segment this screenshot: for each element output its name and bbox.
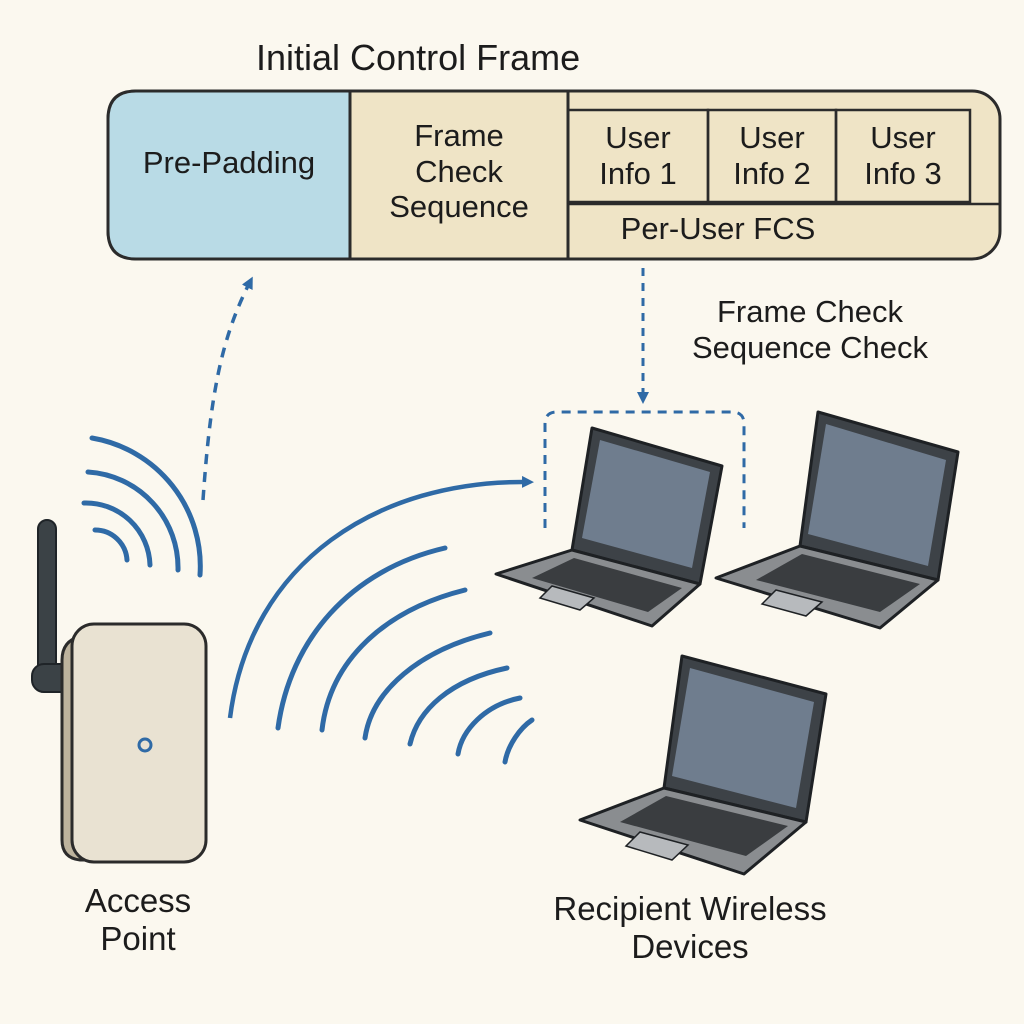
user-info-1-label: User Info 1 bbox=[568, 120, 708, 191]
pre-padding-field bbox=[106, 89, 352, 261]
laptop-keyboard bbox=[532, 558, 682, 612]
laptop-screen bbox=[808, 424, 946, 566]
laptop-2 bbox=[714, 410, 960, 630]
fcs-field-label: Frame Check Sequence bbox=[350, 118, 568, 225]
access-point-label: Access Point bbox=[38, 882, 238, 958]
laptop-screen bbox=[672, 668, 814, 808]
status-led-icon bbox=[137, 737, 153, 753]
recipients-label: Recipient Wireless Devices bbox=[500, 890, 880, 966]
downlink-arrow bbox=[227, 475, 534, 719]
antenna bbox=[37, 519, 57, 689]
fcs-check-line: Frame Check bbox=[716, 294, 904, 329]
fcs-field-line: Sequence bbox=[389, 189, 529, 225]
recipients-line: Devices bbox=[631, 927, 749, 965]
user-info-line: Info 2 bbox=[733, 155, 811, 191]
laptop-3 bbox=[578, 654, 828, 876]
fcs-check-line: Sequence Check bbox=[691, 329, 929, 365]
laptop-keyboard bbox=[756, 554, 920, 612]
laptop-trackpad bbox=[760, 589, 824, 617]
laptop-screen bbox=[582, 440, 710, 568]
laptop-trackpad bbox=[538, 585, 596, 611]
frame-title: Initial Control Frame bbox=[256, 37, 581, 78]
fcs-field-line: Check bbox=[415, 153, 503, 189]
user-info-line: User bbox=[739, 120, 805, 155]
pre-padding-label: Pre-Padding bbox=[142, 145, 316, 180]
access-point-line: Point bbox=[100, 919, 176, 957]
recipient-highlight-bracket bbox=[543, 410, 746, 528]
laptop-1 bbox=[494, 426, 724, 628]
control-frame bbox=[106, 89, 1002, 261]
uplink-dashed-arrow bbox=[201, 276, 253, 501]
recipients-line: Recipient Wireless bbox=[553, 890, 827, 927]
laptop-keyboard bbox=[620, 796, 788, 856]
user-info-line: User bbox=[605, 120, 671, 155]
broadcast-waves bbox=[275, 545, 535, 765]
user-info-line: Info 1 bbox=[599, 155, 677, 191]
per-user-fcs-label: Per-User FCS bbox=[620, 211, 816, 246]
fcs-field-line: Frame bbox=[414, 118, 504, 153]
user-info-line: User bbox=[870, 120, 936, 155]
laptop-trackpad bbox=[624, 831, 690, 861]
user-info-3-box bbox=[834, 108, 972, 204]
user-info-3-label: User Info 3 bbox=[836, 120, 970, 191]
fcs-check-label: Frame Check Sequence Check bbox=[660, 294, 960, 365]
access-point-device bbox=[31, 519, 208, 864]
access-point-line: Access bbox=[84, 882, 192, 919]
user-info-line: Info 3 bbox=[864, 155, 942, 191]
user-info-2-label: User Info 2 bbox=[708, 120, 836, 191]
signal-waves-small bbox=[81, 435, 203, 578]
